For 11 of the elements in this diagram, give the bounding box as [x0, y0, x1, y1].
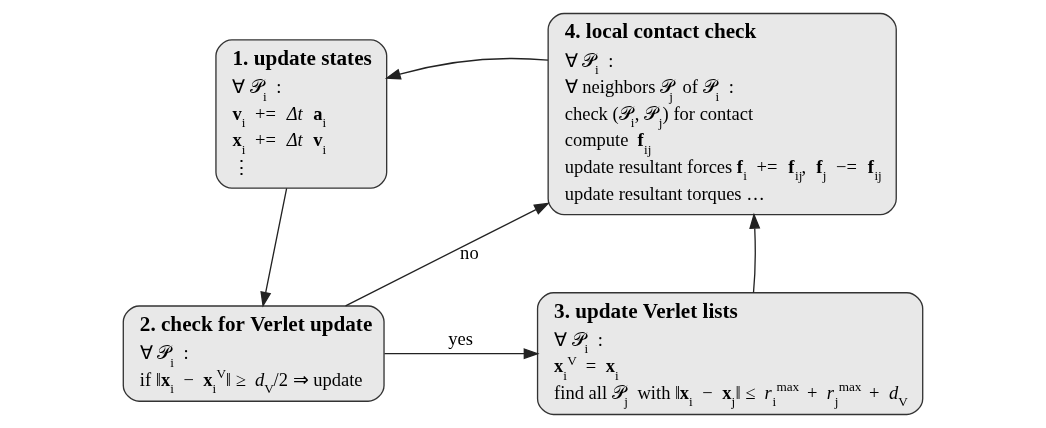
edge-label: no [460, 241, 479, 263]
node-box: 1. update states ∀ 𝒫$_{i}$ : v$_{i}$ += Δt a$_{i}$ x$_{i}$ += Δt v$_{i}$ ⋮ [215, 39, 388, 189]
arrow [260, 187, 288, 308]
arrow [344, 202, 550, 307]
node-box: 4. local contact check ∀ 𝒫$_{i}$ : ∀ neighbors 𝒫$_{j}$ of 𝒫$_{i}$ : check (𝒫$_{i}$, 𝒫$_{j}$) for contact compute f$_{ij}$ update resultant forces f$_{i}$ += f$_{ij}$, f$_{j}$ −= f$_{ij}$ update resultant torques … [547, 12, 897, 216]
arrow [384, 57, 549, 80]
arrow [749, 212, 761, 294]
node-box: 2. check for Verlet update ∀ 𝒫$_{i}$ : if ‖x$_{i}$ − x$_{i}$$^{V}$‖ ≥ d$_{V}$/2 ⇒ update [122, 305, 385, 402]
edge-label: yes [448, 327, 473, 349]
node-box: 3. update Verlet lists ∀ 𝒫$_{i}$ : x$_{i}$$^{V}$ = x$_{i}$ find all 𝒫$_{j}$ with ‖x$_{i}$ − x$_{j}$‖ ≤ r$_{i}$$^{max}$ + r$_{j}$$^{max}$ + d$_{V}$ [536, 292, 924, 416]
arrow [383, 348, 540, 360]
